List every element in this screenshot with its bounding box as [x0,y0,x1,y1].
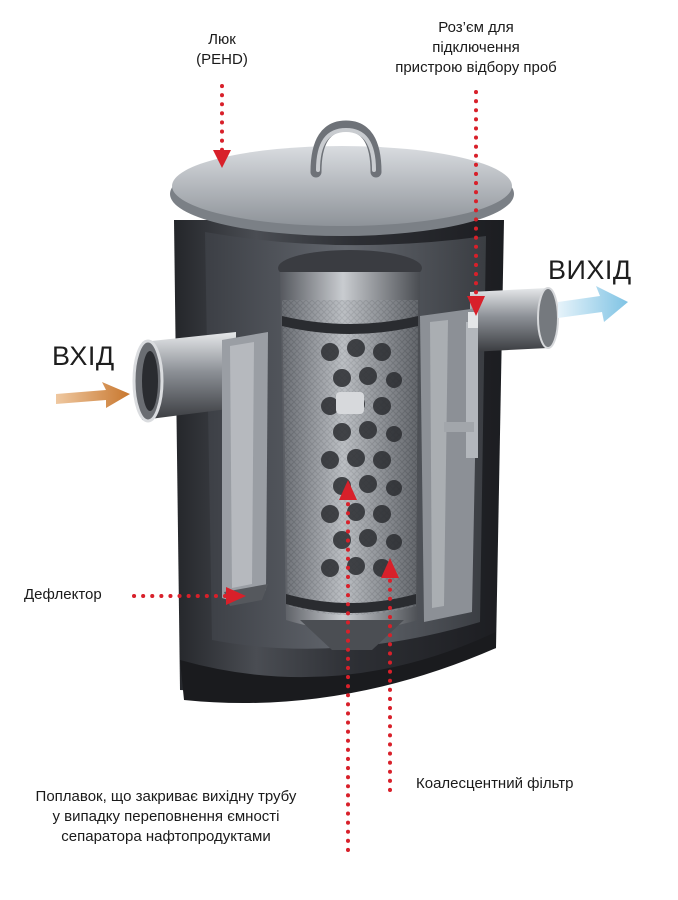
outlet-flow-arrow [558,286,628,322]
coalescent-filter-label: Коалесцентний фільтр [416,775,574,792]
arrowhead-hatch [213,150,231,168]
sampling-label-line2: підключення [432,39,520,56]
outlet-pipe [470,288,548,352]
outlet-label: ВИХІД [548,255,632,285]
float-label-line2: у випадку переповнення ємності [52,808,280,825]
arrowhead-sampling [467,296,485,316]
pointer-arrowheads [213,150,485,605]
float-label-line1: Поплавок, що закриває вихідну трубу [35,788,297,805]
arrowhead-deflector [226,587,246,605]
hatch-label-line1: Люк [208,31,236,48]
outlet-pipe-mouth [537,287,559,349]
arrowhead-float [339,480,357,500]
sampling-label-line1: Роз’єм для [438,19,514,36]
hatch-lid [172,146,512,226]
float-label-line3: сепаратора нафтопродуктами [61,828,271,845]
filter-clamp-bottom [286,594,416,613]
float-label: Поплавок, що закриває вихідну трубу у ви… [4,787,328,847]
pointer-lines [132,84,478,852]
sampling-label-line3: пристрою відбору проб [395,59,557,76]
sampling-tube [466,322,478,458]
inlet-pipe [142,332,236,420]
deflector-label: Дефлектор [24,586,102,603]
hatch-label-line2: (PEHD) [196,51,248,68]
filter-base [300,620,404,650]
arrowhead-filter [381,558,399,578]
tank-base-ring [180,632,496,704]
filter-perforations [321,339,402,577]
hatch-label: Люк (PEHD) [182,30,262,70]
float [336,392,364,414]
inlet-label: ВХІД [52,341,115,371]
filter-clamp-top [282,316,418,334]
sampling-connector-label: Роз’єм для підключення пристрою відбору … [366,18,586,78]
inlet-flow-arrow [56,382,130,408]
